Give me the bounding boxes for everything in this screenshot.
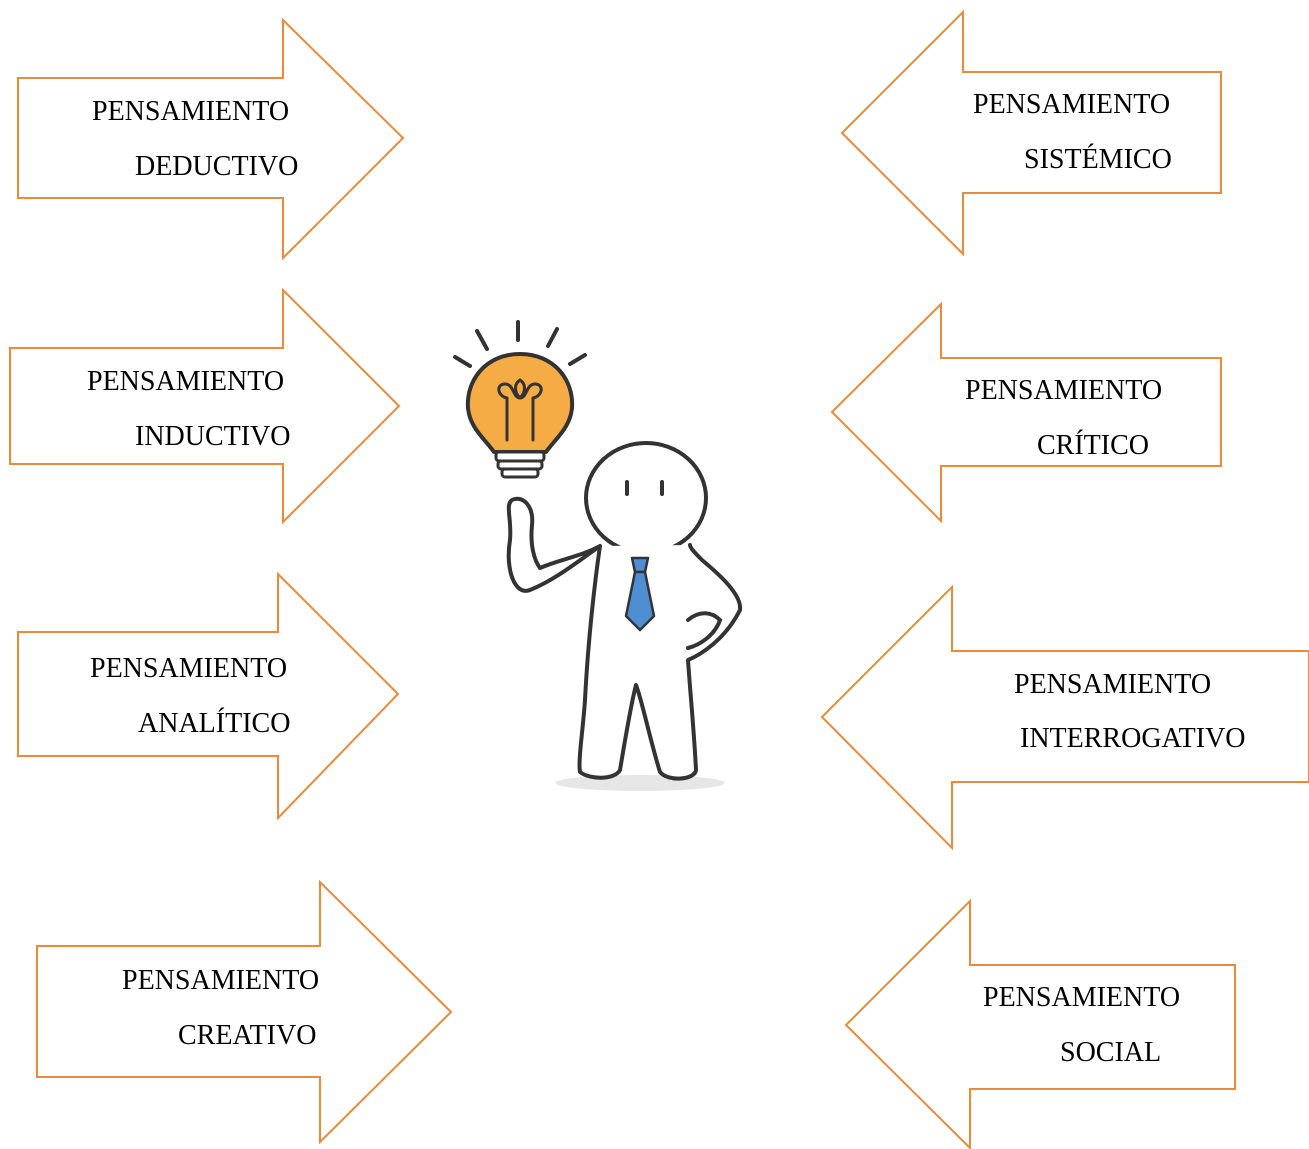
arrow-label-line2: INDUCTIVO: [135, 421, 291, 452]
arrow-label-line1: PENSAMIENTO: [92, 96, 289, 127]
arrow-label-line1: PENSAMIENTO: [1014, 669, 1211, 700]
arrow-pensamiento-inductivo: PENSAMIENTO INDUCTIVO: [9, 287, 401, 525]
arrow-pensamiento-creativo: PENSAMIENTO CREATIVO: [36, 879, 453, 1145]
arrow-label-line1: PENSAMIENTO: [965, 375, 1162, 406]
arrow-label-line1: PENSAMIENTO: [122, 965, 319, 996]
arrow-label-line2: INTERROGATIVO: [1020, 723, 1246, 754]
arrow-pensamiento-critico: PENSAMIENTO CRÍTICO: [830, 301, 1222, 524]
arrow-pensamiento-deductivo: PENSAMIENTO DEDUCTIVO: [17, 17, 405, 261]
arrow-label-line2: SOCIAL: [1060, 1037, 1161, 1068]
ground-shadow: [555, 775, 725, 791]
arrow-label-line1: PENSAMIENTO: [87, 366, 284, 397]
arrow-label-line1: PENSAMIENTO: [973, 89, 1170, 120]
light-rays-icon: [453, 320, 587, 368]
arrow-label-line1: PENSAMIENTO: [983, 982, 1180, 1013]
arrow-label-line2: SISTÉMICO: [1024, 144, 1172, 175]
arrow-label-line2: DEDUCTIVO: [135, 151, 298, 182]
head: [584, 441, 708, 555]
body: [506, 496, 743, 781]
lightbulb-icon: [465, 352, 575, 479]
tie-icon: [624, 556, 656, 632]
arrow-label-line1: PENSAMIENTO: [90, 653, 287, 684]
arrow-pensamiento-interrogativo: PENSAMIENTO INTERROGATIVO: [820, 584, 1309, 851]
arrow-label-line2: CREATIVO: [178, 1020, 316, 1051]
arrow-pensamiento-sistemico: PENSAMIENTO SISTÉMICO: [840, 9, 1222, 257]
arrow-label-line2: ANALÍTICO: [138, 708, 290, 739]
arrow-pensamiento-social: PENSAMIENTO SOCIAL: [844, 898, 1236, 1149]
arrow-pensamiento-analitico: PENSAMIENTO ANALÍTICO: [17, 571, 400, 821]
arrow-label-line2: CRÍTICO: [1037, 430, 1149, 461]
person-with-lightbulb-icon: [453, 320, 743, 791]
